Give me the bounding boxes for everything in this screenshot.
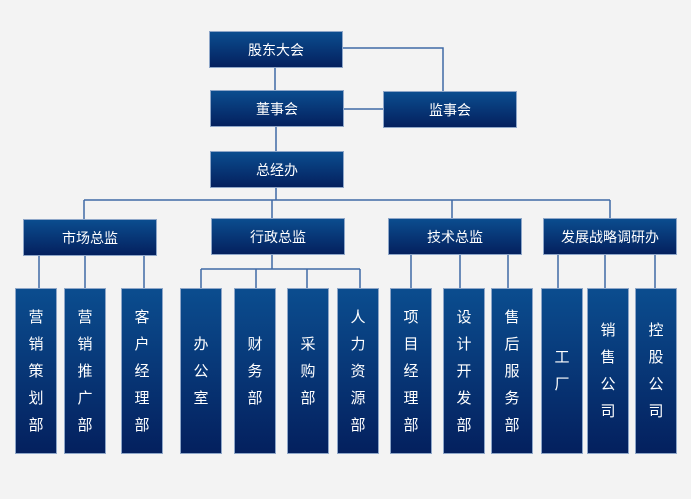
board-of-directors-box: 董事会 bbox=[210, 90, 344, 127]
shareholders-meeting-box: 股东大会 bbox=[209, 31, 343, 68]
department-box: 营销推广部 bbox=[64, 288, 106, 454]
department-box: 营销策划部 bbox=[15, 288, 57, 454]
department-box: 财务部 bbox=[234, 288, 276, 454]
tech-director-box: 技术总监 bbox=[388, 218, 522, 255]
supervisory-board-box: 监事会 bbox=[383, 91, 517, 128]
department-box: 项目经理部 bbox=[390, 288, 432, 454]
admin-director-box: 行政总监 bbox=[211, 218, 345, 255]
department-box: 采购部 bbox=[287, 288, 329, 454]
department-box: 销售公司 bbox=[587, 288, 629, 454]
department-box: 控股公司 bbox=[635, 288, 677, 454]
department-box: 客户经理部 bbox=[121, 288, 163, 454]
strategy-office-box: 发展战略调研办 bbox=[543, 218, 677, 255]
marketing-director-box: 市场总监 bbox=[23, 219, 157, 256]
department-box: 办公室 bbox=[180, 288, 222, 454]
department-box: 售后服务部 bbox=[491, 288, 533, 454]
general-manager-office-box: 总经办 bbox=[210, 151, 344, 188]
department-box: 人力资源部 bbox=[337, 288, 379, 454]
department-box: 设计开发部 bbox=[443, 288, 485, 454]
department-box: 工厂 bbox=[541, 288, 583, 454]
